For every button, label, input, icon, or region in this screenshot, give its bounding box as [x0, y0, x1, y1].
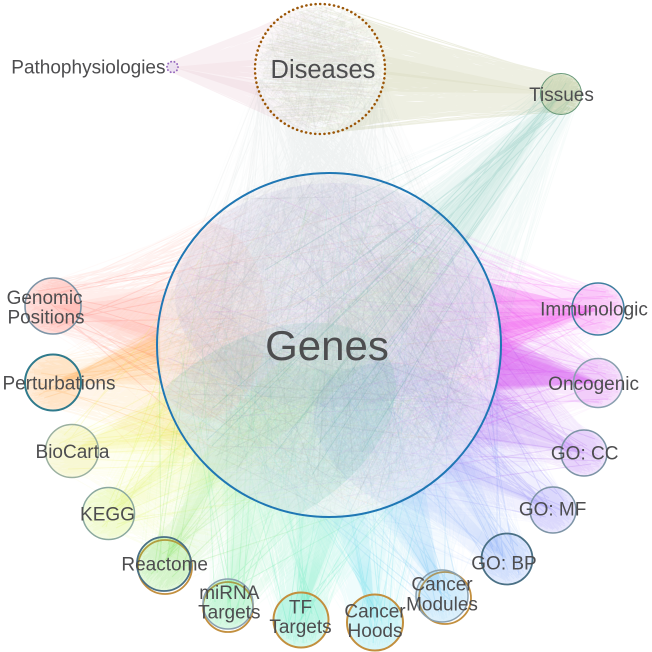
svg-text:Targets: Targets	[198, 603, 260, 624]
svg-text:Tissues: Tissues	[529, 85, 594, 106]
svg-text:Genes: Genes	[265, 322, 389, 369]
svg-text:Targets: Targets	[269, 617, 331, 638]
svg-text:Diseases: Diseases	[271, 56, 376, 84]
svg-text:Positions: Positions	[7, 307, 84, 328]
svg-text:Modules: Modules	[406, 594, 478, 615]
svg-text:Genomic: Genomic	[7, 288, 83, 309]
svg-text:GO: MF: GO: MF	[519, 500, 587, 521]
svg-text:Immunologic: Immunologic	[540, 300, 648, 321]
svg-text:BioCarta: BioCarta	[36, 442, 110, 463]
svg-text:Hoods: Hoods	[348, 621, 403, 642]
svg-text:Oncogenic: Oncogenic	[548, 374, 639, 395]
svg-text:GO: BP: GO: BP	[471, 554, 536, 575]
svg-text:Reactome: Reactome	[121, 555, 208, 576]
svg-text:Cancer: Cancer	[411, 575, 473, 596]
svg-text:miRNA: miRNA	[199, 583, 259, 604]
svg-text:KEGG: KEGG	[80, 505, 135, 526]
svg-text:Cancer: Cancer	[344, 602, 406, 623]
svg-text:GO: CC: GO: CC	[551, 444, 619, 465]
svg-text:Pathophysiologies: Pathophysiologies	[11, 58, 165, 79]
svg-text:Perturbations: Perturbations	[2, 374, 115, 395]
svg-text:TF: TF	[289, 598, 312, 619]
